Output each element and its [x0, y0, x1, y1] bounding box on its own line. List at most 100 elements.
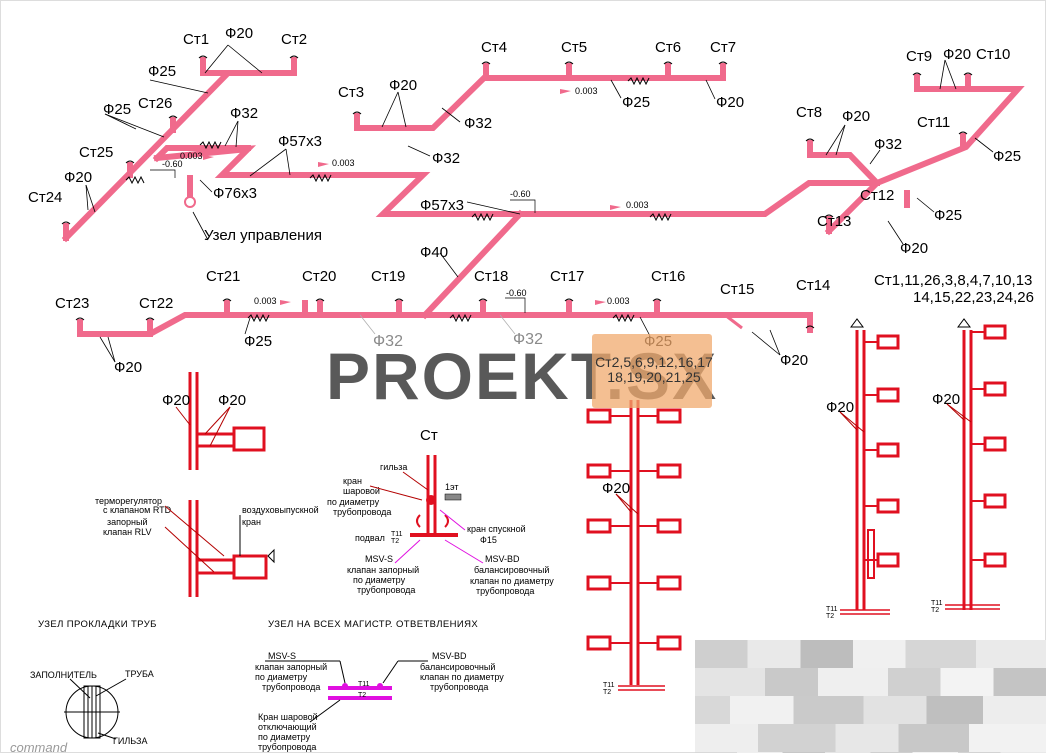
- svg-text:ТРУБА: ТРУБА: [125, 669, 154, 679]
- riser-hooks: [61, 55, 973, 329]
- svg-text:Ф20: Ф20: [218, 392, 246, 409]
- main-scheme-labels: Ст1 Ф20 Ст2 Ф25 Ф25 Ст26 Ф32 Ф57х3 0.003…: [28, 25, 1034, 376]
- svg-text:ГИЛЬЗА: ГИЛЬЗА: [113, 736, 148, 746]
- svg-text:Ф32: Ф32: [874, 136, 902, 153]
- caption-pipe-laying: УЗЕЛ ПРОКЛАДКИ ТРУБ: [38, 619, 157, 630]
- svg-text:Ст9: Ст9: [906, 48, 932, 65]
- svg-text:0.003: 0.003: [575, 86, 598, 96]
- svg-text:трубопровода: трубопровода: [333, 507, 391, 517]
- radiator-detail-bottom: терморегулятор с клапаном RTD запорный к…: [95, 496, 319, 597]
- svg-text:Ф32: Ф32: [230, 105, 258, 122]
- elevation-marks: [150, 169, 536, 313]
- svg-text:Ст23: Ст23: [55, 295, 89, 312]
- radiator-detail-top: Ф20 Ф20: [162, 372, 266, 470]
- riser-diagram-b: Ф20 Т11 Т2: [931, 318, 1007, 614]
- svg-text:Ст15: Ст15: [720, 281, 754, 298]
- svg-text:воздуховыпускной: воздуховыпускной: [242, 505, 319, 515]
- svg-text:Ф32: Ф32: [464, 115, 492, 132]
- svg-text:Ф20: Ф20: [932, 391, 960, 408]
- riser-group-b-label: Ст2,5,6,9,12,16,17 18,19,20,21,25: [592, 355, 716, 385]
- svg-text:Ст14: Ст14: [796, 277, 830, 294]
- svg-text:Ф25: Ф25: [148, 63, 176, 80]
- riser-group-b-line1: Ст2,5,6,9,12,16,17: [595, 354, 713, 370]
- svg-text:по диаметру: по диаметру: [255, 672, 308, 682]
- svg-text:кран: кран: [343, 476, 362, 486]
- svg-text:с клапаном RTD: с клапаном RTD: [103, 505, 172, 515]
- svg-text:Ст21: Ст21: [206, 268, 240, 285]
- svg-text:гильза: гильза: [380, 462, 407, 472]
- svg-text:MSV-BD: MSV-BD: [432, 651, 467, 661]
- pipe-passage-detail: ЗАПОЛНИТЕЛЬ ТРУБА ГИЛЬЗА: [30, 669, 154, 746]
- svg-text:-0.60: -0.60: [506, 288, 527, 298]
- riser-group-b-line2: 18,19,20,21,25: [607, 369, 701, 385]
- svg-text:Ст17: Ст17: [550, 268, 584, 285]
- svg-text:Т11: Т11: [826, 606, 838, 613]
- caption-branch-node: УЗЕЛ НА ВСЕХ МАГИСТР. ОТВЕТВЛЕНИЯХ: [268, 619, 478, 630]
- svg-text:Ф20: Ф20: [780, 352, 808, 369]
- svg-text:Ф15: Ф15: [480, 535, 497, 545]
- svg-text:по диаметру: по диаметру: [353, 575, 406, 585]
- svg-text:Ст: Ст: [420, 427, 438, 444]
- pipe-network: [61, 57, 1025, 337]
- svg-text:запорный: запорный: [107, 517, 147, 527]
- svg-text:балансировочный: балансировочный: [474, 565, 549, 575]
- svg-text:Ф20: Ф20: [826, 399, 854, 416]
- command-line[interactable]: command: [10, 740, 68, 753]
- svg-text:Ф25: Ф25: [244, 333, 272, 350]
- svg-text:Ст13: Ст13: [817, 213, 851, 230]
- svg-text:ЗАПОЛНИТЕЛЬ: ЗАПОЛНИТЕЛЬ: [30, 670, 97, 680]
- svg-text:0.003: 0.003: [332, 158, 355, 168]
- slope-arrows: [203, 89, 621, 305]
- svg-text:Ст26: Ст26: [138, 95, 172, 112]
- riser-diagram-c: Ф20 Т11 Т2: [586, 400, 682, 696]
- leader-lines: [85, 44, 994, 363]
- svg-text:Т2: Т2: [931, 607, 939, 614]
- pixelated-stamp: [695, 640, 1046, 753]
- svg-text:Т11: Т11: [391, 531, 403, 538]
- svg-text:трубопровода: трубопровода: [357, 585, 415, 595]
- compensators: [125, 76, 672, 323]
- svg-text:Ст3: Ст3: [338, 84, 364, 101]
- svg-text:подвал: подвал: [355, 533, 385, 543]
- svg-text:0.003: 0.003: [626, 200, 649, 210]
- svg-text:Т2: Т2: [358, 692, 366, 699]
- svg-text:Ф25: Ф25: [622, 94, 650, 111]
- svg-text:Узел управления: Узел управления: [204, 227, 322, 244]
- svg-text:Ст2: Ст2: [281, 31, 307, 48]
- svg-text:клапан по диаметру: клапан по диаметру: [420, 672, 504, 682]
- svg-text:кран: кран: [242, 517, 261, 527]
- svg-text:Ст11: Ст11: [917, 114, 950, 131]
- svg-text:Ф57х3: Ф57х3: [278, 133, 322, 150]
- svg-text:MSV-BD: MSV-BD: [485, 554, 520, 564]
- svg-text:Ст6: Ст6: [655, 39, 681, 56]
- svg-text:0.003: 0.003: [180, 151, 203, 161]
- svg-text:Ф20: Ф20: [842, 108, 870, 125]
- svg-text:Ф20: Ф20: [64, 169, 92, 186]
- riser-node-detail: Ст гильза кран шаровой по диаметру трубо…: [327, 427, 554, 596]
- svg-text:Т2: Т2: [603, 689, 611, 696]
- svg-text:Ф20: Ф20: [900, 240, 928, 257]
- svg-text:Ст7: Ст7: [710, 39, 736, 56]
- svg-text:терморегулятор: терморегулятор: [95, 496, 162, 506]
- svg-text:Ф20: Ф20: [943, 46, 971, 63]
- svg-text:Ф32: Ф32: [432, 150, 460, 167]
- svg-text:клапан RLV: клапан RLV: [103, 527, 152, 537]
- control-node-icon: [184, 196, 196, 208]
- svg-text:Ф25: Ф25: [934, 207, 962, 224]
- svg-text:Ст1,11,26,3,8,4,7,10,13: Ст1,11,26,3,8,4,7,10,13: [874, 272, 1032, 289]
- svg-text:Ф20: Ф20: [114, 359, 142, 376]
- svg-text:-0.60: -0.60: [162, 159, 183, 169]
- svg-text:MSV-S: MSV-S: [268, 651, 296, 661]
- svg-text:по диаметру: по диаметру: [258, 732, 311, 742]
- svg-text:14,15,22,23,24,26: 14,15,22,23,24,26: [913, 289, 1034, 306]
- svg-text:кран спускной: кран спускной: [467, 524, 526, 534]
- svg-text:Ф76х3: Ф76х3: [213, 185, 257, 202]
- svg-text:Ф25: Ф25: [993, 148, 1021, 165]
- svg-text:шаровой: шаровой: [343, 486, 380, 496]
- svg-text:Ст5: Ст5: [561, 39, 587, 56]
- svg-text:Ст25: Ст25: [79, 144, 113, 161]
- svg-text:трубопровода: трубопровода: [430, 682, 488, 692]
- svg-text:Ф25: Ф25: [103, 101, 131, 118]
